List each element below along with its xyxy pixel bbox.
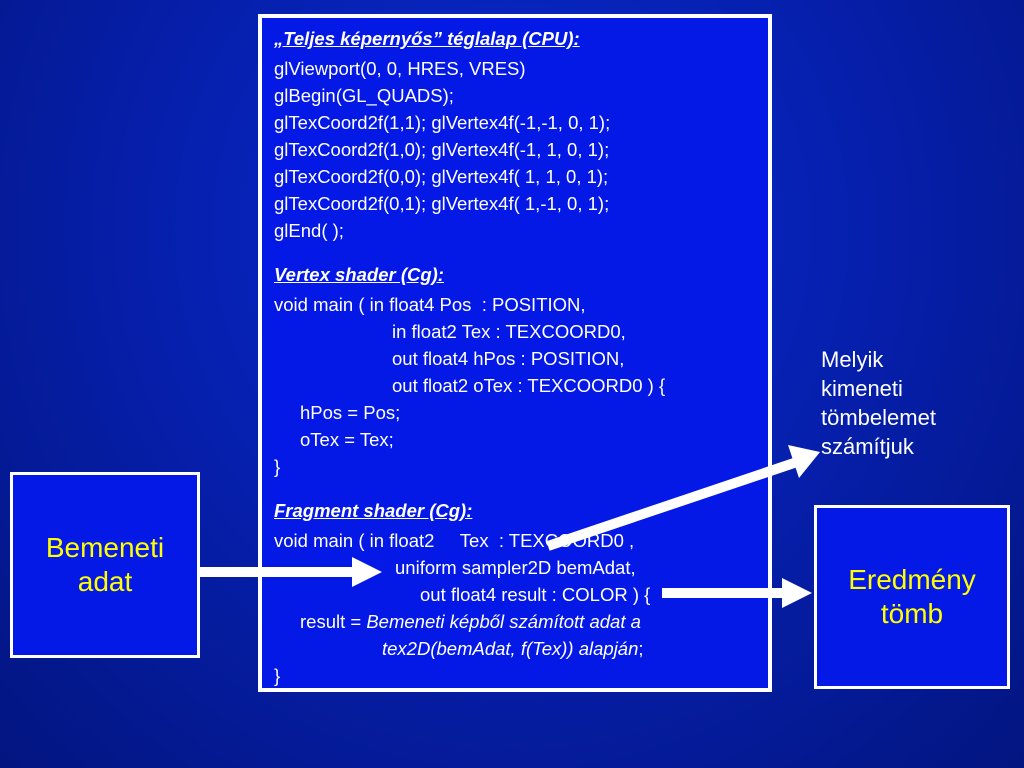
diagonal-arrow-head (788, 445, 820, 478)
result-array-box: Eredmény tömb (814, 505, 1010, 689)
code-line: glTexCoord2f(1,1); glVertex4f(-1,-1, 0, … (274, 112, 611, 133)
code-line: } (274, 456, 281, 477)
code-line: out float4 hPos : POSITION, (392, 348, 625, 369)
output-element-note: Melyik kimeneti tömbelemet számítjuk (821, 345, 936, 461)
result-suffix: ; (638, 638, 644, 659)
result-line: result = Bemeneti képből számított adat … (300, 611, 641, 633)
note-line: Melyik (821, 347, 884, 372)
result-line-2: tex2D(bemAdat, f(Tex)) alapján; (382, 638, 644, 660)
note-line: számítjuk (821, 434, 914, 459)
code-line: glTexCoord2f(0,0); glVertex4f( 1, 1, 0, … (274, 166, 609, 187)
input-box-label-2: adat (77, 566, 133, 597)
input-arrow-head (352, 557, 382, 587)
input-data-box: Bemeneti adat (10, 472, 200, 658)
fragment-header: Fragment shader (Cg): (274, 500, 473, 521)
input-box-label-1: Bemeneti (45, 532, 165, 563)
diagonal-arrow-shaft (546, 457, 799, 551)
code-line: out float2 oTex : TEXCOORD0 ) { (392, 375, 666, 396)
result-desc-2: tex2D(bemAdat, f(Tex)) alapján (382, 638, 639, 659)
note-line: tömbelemet (821, 405, 936, 430)
code-line: glTexCoord2f(0,1); glVertex4f( 1,-1, 0, … (274, 193, 610, 214)
code-line: out float4 result : COLOR ) { (420, 584, 651, 605)
code-line: void main ( in float4 Pos : POSITION, (274, 294, 586, 315)
note-line: kimeneti (821, 376, 903, 401)
result-arrow-head (782, 578, 812, 608)
code-line: glViewport(0, 0, HRES, VRES) (274, 58, 526, 79)
code-line: glTexCoord2f(1,0); glVertex4f(-1, 1, 0, … (274, 139, 610, 160)
result-prefix: result = (300, 611, 367, 632)
code-line: } (274, 665, 281, 686)
result-box-label-1: Eredmény (848, 564, 976, 595)
result-desc-1: Bemeneti képből számított adat a (366, 611, 641, 632)
code-line: in float2 Tex : TEXCOORD0, (392, 321, 626, 342)
code-line: uniform sampler2D bemAdat, (395, 557, 636, 578)
cpu-header: „Teljes képernyős” téglalap (CPU): (274, 28, 580, 49)
code-line: oTex = Tex; (300, 429, 394, 450)
code-line: hPos = Pos; (300, 402, 401, 423)
vertex-header: Vertex shader (Cg): (274, 264, 444, 285)
code-panel: „Teljes képernyős” téglalap (CPU): glVie… (258, 14, 772, 692)
result-box-label-2: tömb (880, 598, 944, 629)
code-line: glBegin(GL_QUADS); (274, 85, 454, 106)
code-line: glEnd( ); (274, 220, 344, 241)
